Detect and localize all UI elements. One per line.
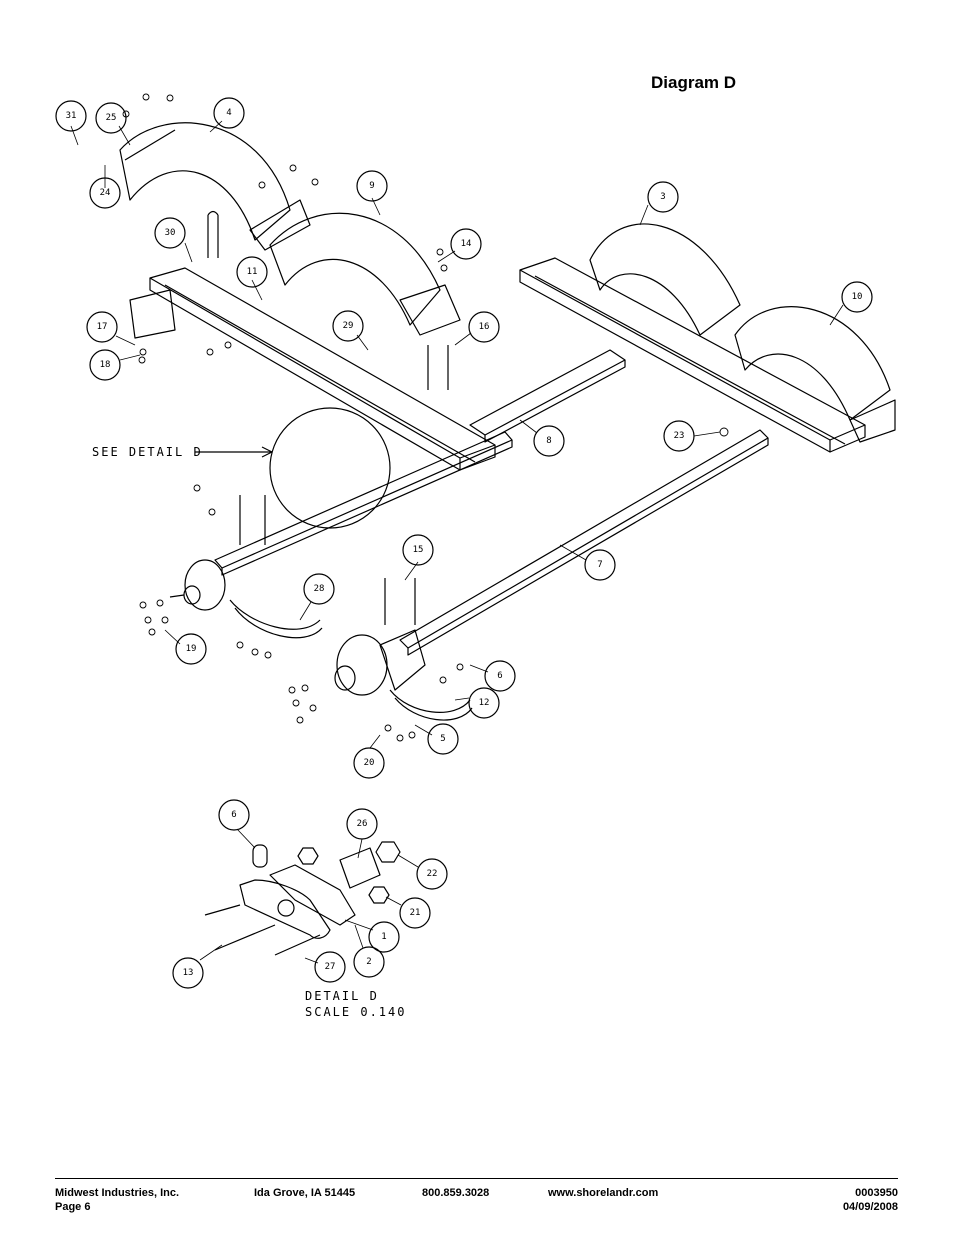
callout-23-circle [663,420,695,452]
footer-website: www.shorelandr.com [548,1187,659,1199]
leader-lines [70,120,844,964]
footer-city: Ida Grove, IA 51445 [254,1187,356,1199]
footer-phone: 800.859.3028 [422,1187,490,1199]
front-axle-tube [214,431,513,576]
hardware-nuts [122,93,729,742]
callout-9-circle [356,170,388,202]
page-title: Diagram D [651,73,737,92]
callout-8-circle [533,425,565,457]
callout-label: 31 [66,111,77,121]
callout-label: 28 [314,584,325,594]
callout-label: 30 [165,228,176,238]
callout-18-circle [89,349,121,381]
see-detail-note: SEE DETAIL D [92,445,203,459]
callout-label: 25 [106,113,117,123]
callout-27-circle [314,951,346,983]
callout-label: 8 [546,436,551,446]
callout-label: 6 [231,810,236,820]
leaf-spring-rear [389,689,473,721]
hub-rear-brake [334,629,426,696]
callout-label: 19 [186,644,197,654]
callout-6-circle [484,660,516,692]
detail-d-parts [204,841,401,956]
callout-3-circle [647,181,679,213]
left-frame-rail [129,267,496,471]
callout-15-circle [402,534,434,566]
callout-2-circle [353,946,385,978]
callout-label: 23 [674,431,685,441]
footer-page-number: Page 6 [55,1201,91,1213]
fender-upper-left [119,122,311,251]
cross-member [469,349,626,443]
callout-label: 24 [100,188,111,198]
callout-29-circle [332,310,364,342]
callout-17-circle [86,311,118,343]
callout-19-circle [175,633,207,665]
callout-label: 7 [597,560,602,570]
callout-31-circle [55,100,87,132]
callout-label: 5 [440,734,445,744]
detail-caption-line1: DETAIL D [305,989,379,1003]
callout-11-circle [236,256,268,288]
callout-16-circle [468,311,500,343]
fender-lower-left [589,223,741,336]
leaf-spring-front [229,599,323,639]
callout-circles [55,97,873,989]
callout-label: 9 [369,181,374,191]
footer-rule [55,1178,898,1179]
callout-label: 18 [100,360,111,370]
callout-28-circle [303,573,335,605]
callout-26-circle [346,808,378,840]
detail-caption-line2: SCALE 0.140 [305,1005,406,1019]
callout-label: 27 [325,962,336,972]
footer-left: Midwest Industries, Inc. Page 6 [55,1186,179,1214]
callout-20-circle [353,747,385,779]
callout-label: 4 [226,108,231,118]
callout-label: 16 [479,322,490,332]
callout-label: 1 [381,932,386,942]
callout-label: 12 [479,698,490,708]
footer-date: 04/09/2008 [842,1201,898,1213]
callout-4-circle [213,97,245,129]
fender-upper-right [269,212,461,336]
callout-5-circle [427,723,459,755]
u-bolts [207,210,449,625]
callout-label: 22 [427,869,438,879]
callout-6b-circle [218,799,250,831]
callout-label: 20 [364,758,375,768]
callout-labels: 31 25 4 24 9 30 14 3 11 10 17 29 16 18 2… [66,108,863,978]
rear-axle-tube [399,429,769,656]
callout-label: 26 [357,819,368,829]
callout-1-circle [368,921,400,953]
callout-label: 17 [97,322,108,332]
callout-24-circle [89,177,121,209]
callout-label: 15 [413,545,424,555]
right-frame-rail [519,257,866,453]
callout-label: 3 [660,192,665,202]
fender-lower-right [734,306,896,443]
detail-circle [195,407,391,529]
callout-label: 11 [247,267,258,277]
footer-right: 0003950 04/09/2008 [843,1186,898,1214]
callout-22-circle [416,858,448,890]
callout-label: 2 [366,957,371,967]
callout-label: 6 [497,671,502,681]
callout-13-circle [172,957,204,989]
callout-label: 21 [410,908,421,918]
callout-30-circle [154,217,186,249]
callout-7-circle [584,549,616,581]
callout-14-circle [450,228,482,260]
callout-label: 13 [183,968,194,978]
callout-label: 29 [343,321,354,331]
footer-doc-number: 0003950 [855,1187,898,1199]
callout-label: 10 [852,292,863,302]
footer-company: Midwest Industries, Inc. [55,1187,180,1199]
callout-12-circle [468,687,500,719]
callout-label: 14 [461,239,472,249]
callout-10-circle [841,281,873,313]
callout-21-circle [399,897,431,929]
callout-25-circle [95,102,127,134]
hub-front [169,559,226,611]
